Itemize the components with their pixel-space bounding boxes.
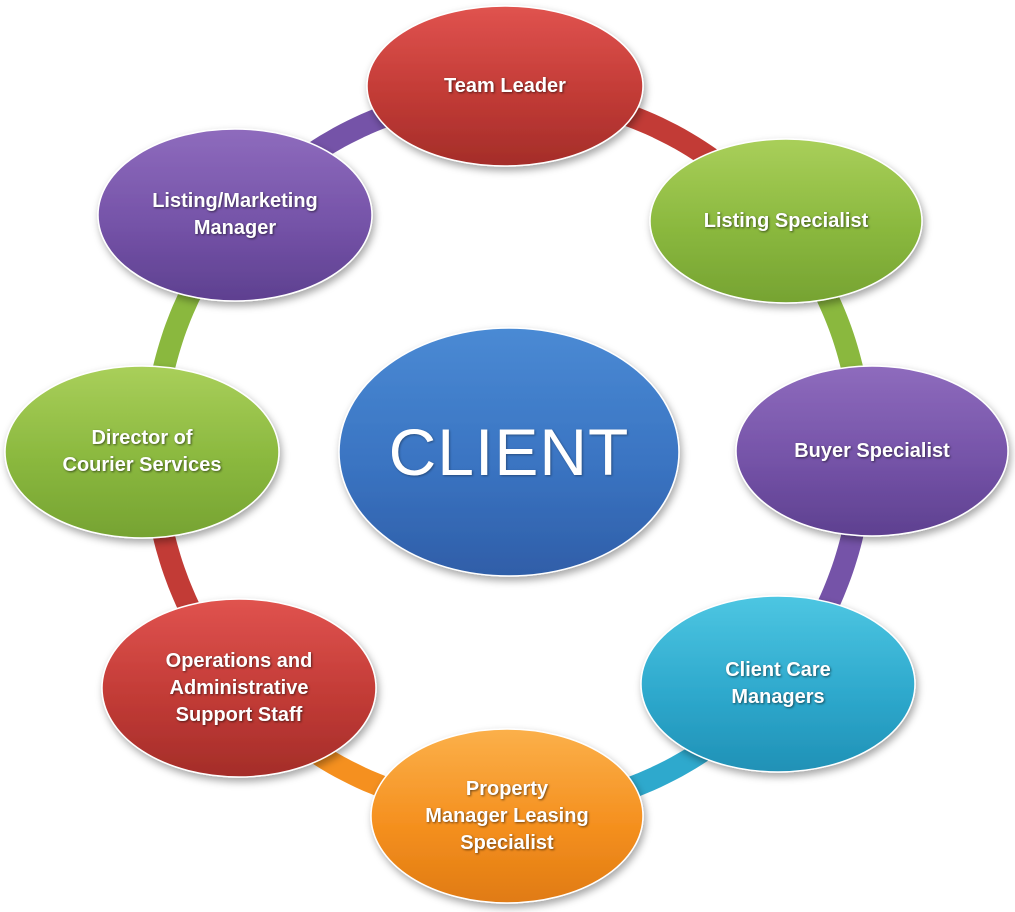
- node-buyer-specialist: [735, 365, 1009, 537]
- center-node: [338, 327, 680, 577]
- node-operations-administrative-support-staff: [101, 598, 377, 778]
- node-listing-specialist: [649, 138, 923, 304]
- node-listing-marketing-manager: [97, 128, 373, 302]
- node-director-of-courier-services: [4, 365, 280, 539]
- center-client-label: CLIENT: [388, 415, 630, 489]
- node-property-manager-leasing-specialist: [370, 728, 644, 904]
- role-nodes: [4, 5, 1009, 904]
- center-client-node: [338, 327, 680, 577]
- node-client-care-managers: [640, 595, 916, 773]
- node-team-leader: [366, 5, 644, 167]
